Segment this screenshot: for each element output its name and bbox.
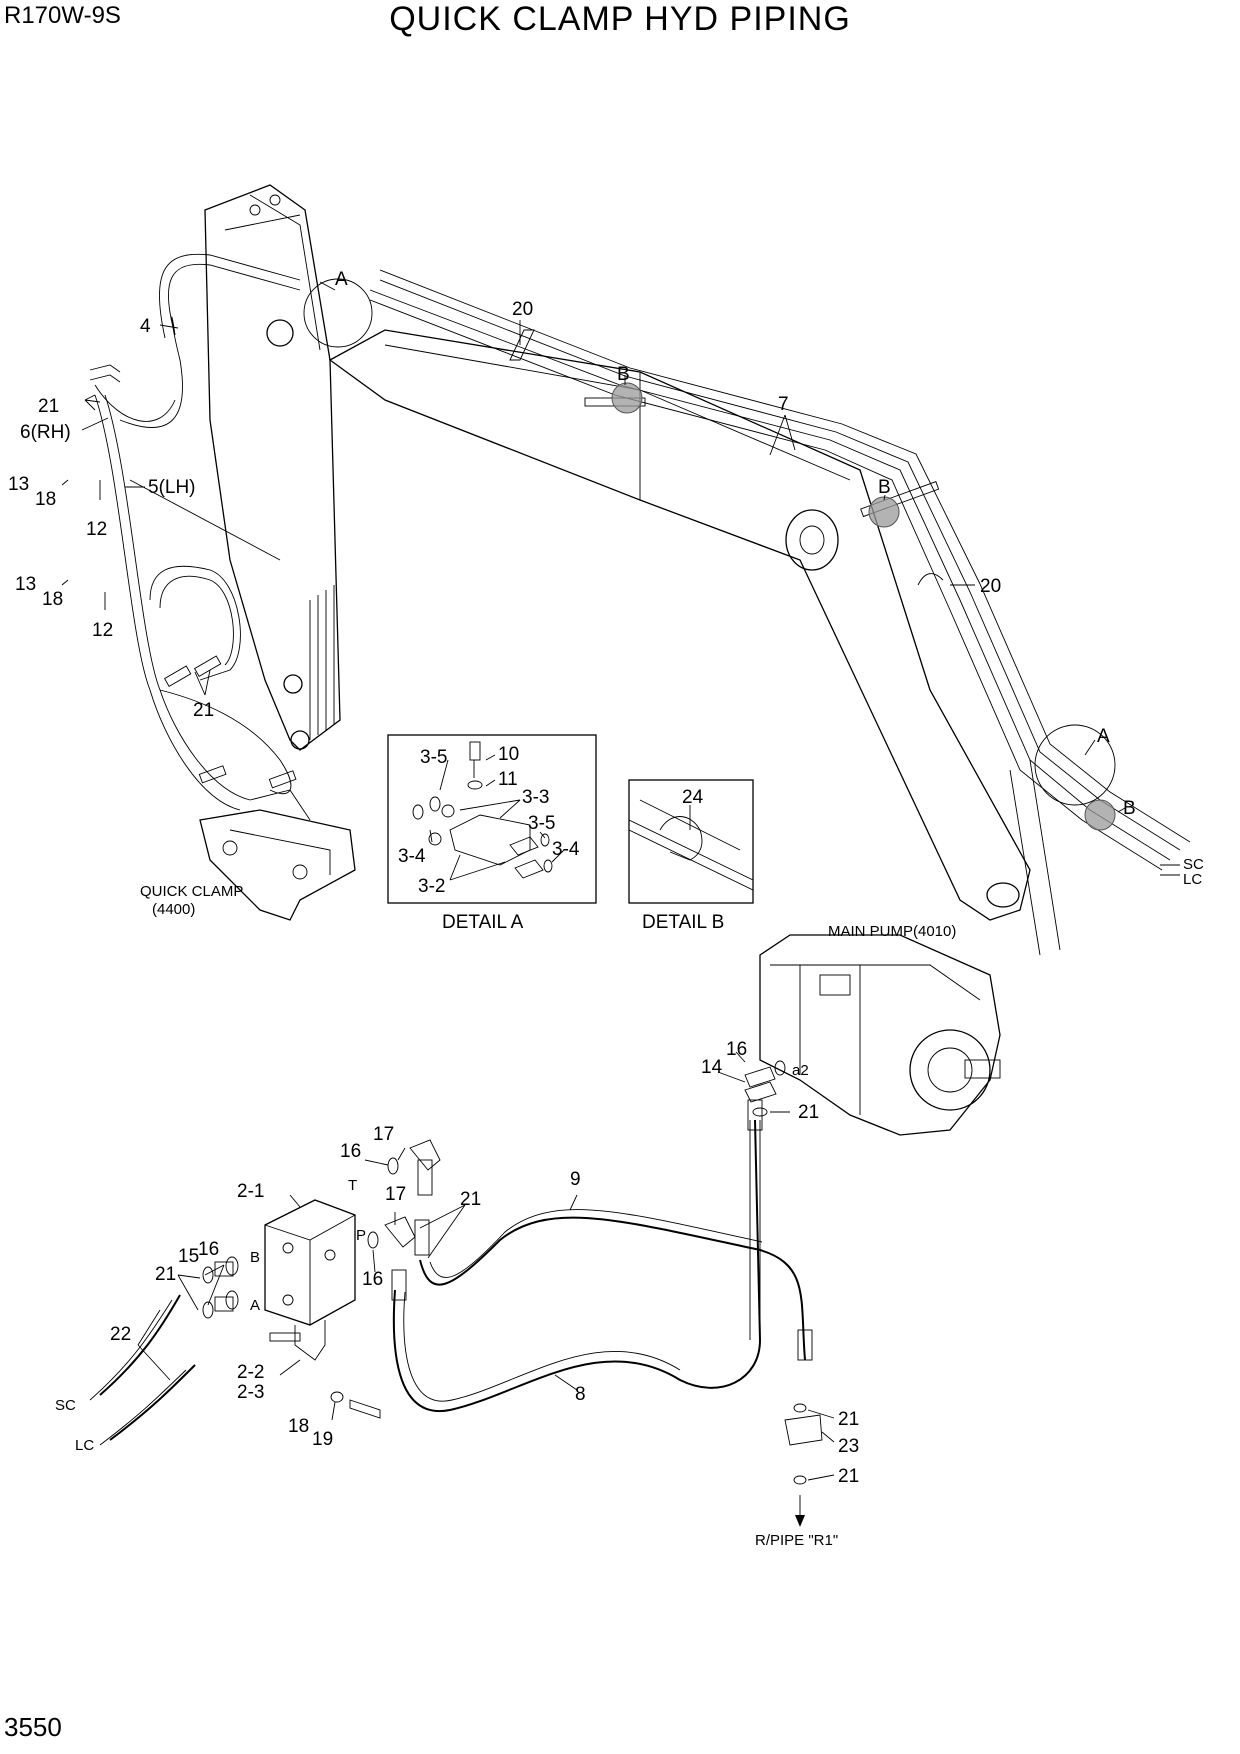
- callout-lc: LC: [1183, 871, 1202, 888]
- callout-2-1: 2-1: [237, 1181, 264, 1202]
- port-a2: a2: [792, 1062, 809, 1079]
- callout-6-rh: 6(RH): [20, 422, 71, 443]
- callout-21: 21: [838, 1466, 859, 1487]
- callout-13: 13: [8, 474, 29, 495]
- callout-3-2: 3-2: [418, 876, 445, 897]
- detail-a-box: [387, 734, 597, 904]
- callout-22: 22: [110, 1324, 131, 1345]
- hoses-and-fittings: [89, 1081, 823, 1527]
- callout-3-5: 3-5: [528, 813, 555, 834]
- callout-18: 18: [288, 1416, 309, 1437]
- quick-clamp-label: QUICK CLAMP: [140, 883, 243, 900]
- callout-16: 16: [726, 1039, 747, 1060]
- callout-19: 19: [312, 1429, 333, 1450]
- line-sc: SC: [55, 1397, 76, 1414]
- model-number: R170W-9S: [4, 2, 121, 29]
- callout-9: 9: [570, 1169, 581, 1190]
- callout-16: 16: [340, 1141, 361, 1162]
- callout-4: 4: [140, 316, 151, 337]
- port-p: P: [356, 1227, 366, 1244]
- callout-14: 14: [701, 1057, 723, 1078]
- callout-16: 16: [198, 1239, 219, 1260]
- quick-clamp-assembly: [199, 789, 356, 921]
- callout-12: 12: [86, 519, 107, 540]
- callout-8: 8: [575, 1384, 586, 1405]
- callout-b: B: [1123, 798, 1136, 819]
- callout-21: 21: [155, 1264, 176, 1285]
- callout-18: 18: [42, 589, 63, 610]
- callout-21: 21: [193, 700, 214, 721]
- callout-23: 23: [838, 1436, 859, 1457]
- callout-2-2: 2-2: [237, 1362, 264, 1383]
- port-t: T: [348, 1177, 357, 1194]
- page-title: QUICK CLAMP HYD PIPING: [389, 0, 851, 38]
- main-pump-label: MAIN PUMP(4010): [828, 923, 956, 940]
- detail-a-caption: DETAIL A: [442, 912, 524, 933]
- callout-a: A: [335, 269, 348, 290]
- callout-24: 24: [682, 787, 704, 808]
- detail-b-caption: DETAIL B: [642, 912, 724, 933]
- detail-b-box: [628, 779, 754, 904]
- leader-lines: [61, 281, 1180, 1481]
- valve-block-2-1: [264, 1199, 356, 1361]
- callout-3-4: 3-4: [398, 846, 426, 867]
- boom-assembly: [303, 269, 1191, 956]
- callout-a: A: [1097, 726, 1110, 747]
- line-lc: LC: [75, 1437, 94, 1454]
- callout-b: B: [617, 364, 630, 385]
- callout-10: 10: [498, 744, 519, 765]
- callout-3-5: 3-5: [420, 747, 447, 768]
- callout-13: 13: [15, 574, 36, 595]
- callout-20: 20: [512, 299, 533, 320]
- callout-21: 21: [798, 1102, 819, 1123]
- callout-5-lh: 5(LH): [148, 477, 196, 498]
- callout-20: 20: [980, 576, 1001, 597]
- arm-assembly: [89, 184, 341, 811]
- callout-3-3: 3-3: [522, 787, 549, 808]
- callout-labels: 4 21 6(RH) 13 18 5(LH) 12 13 18 12 21 A …: [8, 269, 1204, 1549]
- callout-21: 21: [460, 1189, 481, 1210]
- port-a: A: [250, 1297, 260, 1314]
- callout-17: 17: [385, 1184, 406, 1205]
- callout-7: 7: [778, 394, 789, 415]
- return-pipe-label: R/PIPE "R1": [755, 1532, 838, 1549]
- callout-16: 16: [362, 1269, 383, 1290]
- callout-b: B: [878, 477, 891, 498]
- callout-3-4: 3-4: [552, 839, 580, 860]
- page-number: 3550: [4, 1712, 62, 1742]
- callout-21: 21: [838, 1409, 859, 1430]
- quick-clamp-ref: (4400): [152, 901, 195, 918]
- callout-sc: SC: [1183, 856, 1204, 873]
- callout-15: 15: [178, 1246, 199, 1267]
- callout-17: 17: [373, 1124, 394, 1145]
- callout-18: 18: [35, 489, 56, 510]
- port-b: B: [250, 1249, 260, 1266]
- callout-21: 21: [38, 396, 59, 417]
- callout-2-3: 2-3: [237, 1382, 264, 1403]
- main-pump: [744, 934, 1001, 1136]
- callout-12: 12: [92, 620, 113, 641]
- callout-11: 11: [498, 769, 518, 790]
